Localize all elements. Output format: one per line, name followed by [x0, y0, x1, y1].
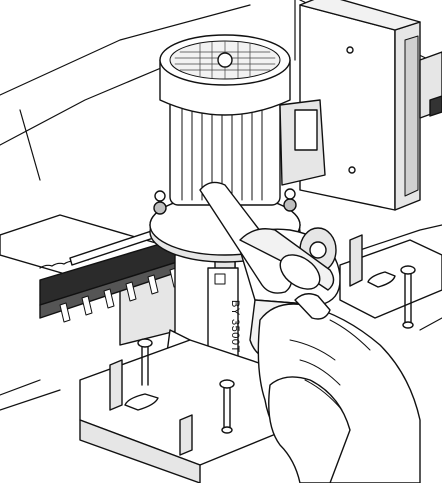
bottom-base-plate: [79, 338, 311, 483]
hands-with-wrench: [199, 181, 421, 483]
right-rail: [419, 51, 442, 119]
motor-body: [169, 94, 326, 206]
fan-cover: [159, 34, 291, 116]
motor-label: BY 3500T: [229, 300, 241, 353]
right-base-plate: [339, 234, 442, 329]
